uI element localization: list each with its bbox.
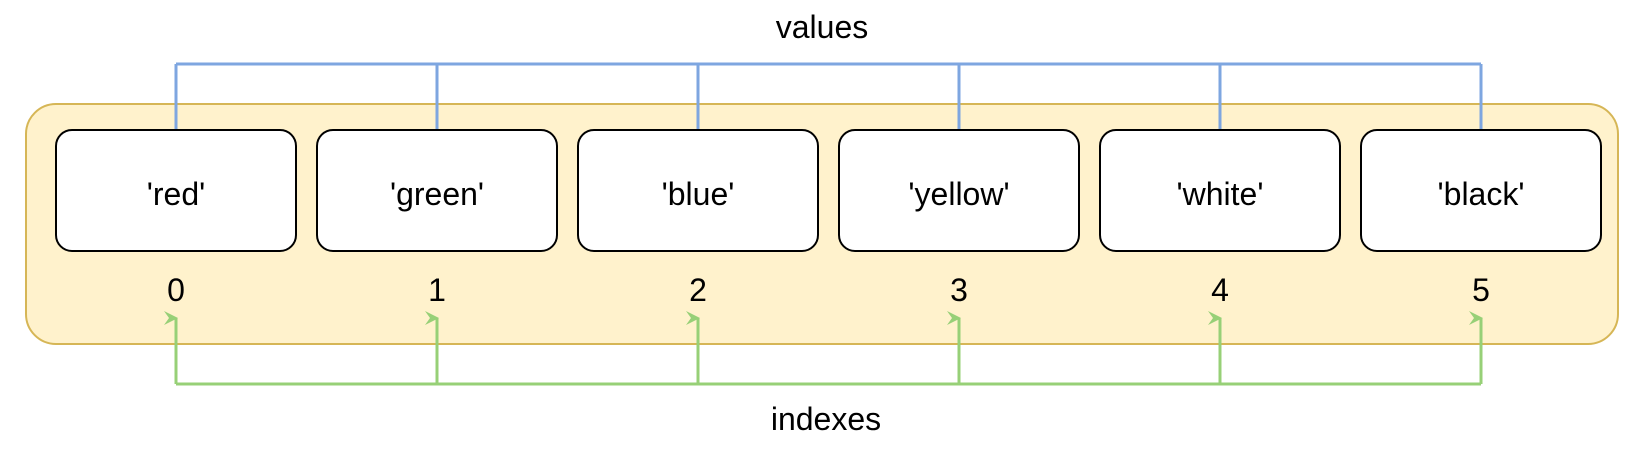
element-value: 'black' xyxy=(1438,176,1525,212)
element-value: 'green' xyxy=(390,176,484,212)
element-value: 'yellow' xyxy=(908,176,1009,212)
element-value: 'white' xyxy=(1177,176,1264,212)
list-element: 'black' 5 xyxy=(1360,129,1602,308)
indexes-connector xyxy=(164,311,1483,386)
element-box xyxy=(577,129,819,252)
element-box xyxy=(838,129,1080,252)
element-box xyxy=(55,129,297,252)
element-box xyxy=(1099,129,1341,252)
list-element: 'blue' 2 xyxy=(577,129,819,308)
elements-layer: 'red' 0 'green' 1 'blue' 2 'yellow' 3 'white' 4 'b… xyxy=(55,129,1602,308)
list-element: 'yellow' 3 xyxy=(838,129,1080,308)
list-element: 'green' 1 xyxy=(316,129,558,308)
element-index: 1 xyxy=(428,272,446,308)
indexes-label: indexes xyxy=(771,401,881,437)
element-value: 'blue' xyxy=(662,176,735,212)
element-index: 2 xyxy=(689,272,707,308)
element-value: 'red' xyxy=(147,176,205,212)
list-element: 'red' 0 xyxy=(55,129,297,308)
element-index: 4 xyxy=(1211,272,1229,308)
element-box xyxy=(316,129,558,252)
element-index: 0 xyxy=(167,272,185,308)
element-index: 5 xyxy=(1472,272,1490,308)
element-index: 3 xyxy=(950,272,968,308)
values-label: values xyxy=(776,9,869,45)
list-element: 'white' 4 xyxy=(1099,129,1341,308)
element-box xyxy=(1360,129,1602,252)
